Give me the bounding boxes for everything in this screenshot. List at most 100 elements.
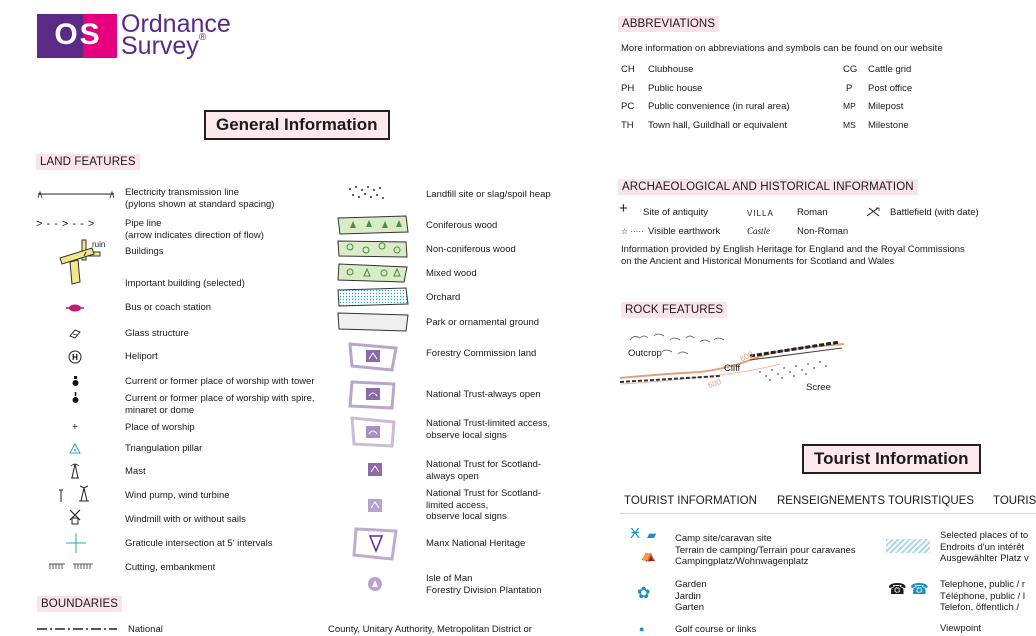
abbreviations-heading: ABBREVIATIONS	[618, 16, 720, 32]
abbr-left-text-3: Town hall, Guildhall or equivalent	[648, 120, 787, 131]
lf-left-0-l1: Electricity transmission line	[125, 187, 240, 198]
lf-right-7: National Trust-always open	[426, 389, 541, 400]
archaeology-note: Information provided by English Heritage…	[621, 244, 965, 267]
tourist-right-1: Telephone, public / r Téléphone, public …	[940, 579, 1025, 614]
national-trust-open-icon	[348, 380, 396, 410]
abbr-right-text-2: Milepost	[868, 101, 904, 112]
tourist-info-title: Tourist Information	[802, 444, 981, 474]
lf-left-4: Bus or coach station	[125, 302, 212, 313]
villa-sample: VILLA	[747, 209, 774, 218]
mast-icon	[70, 463, 80, 479]
lf-right-4: Orchard	[426, 292, 461, 303]
lf-left-3: Important building (selected)	[125, 278, 245, 289]
outcrop-label: Outcrop	[628, 348, 662, 359]
lf-right-5: Park or ornamental ground	[426, 317, 540, 328]
lf-right-12-l2: Forestry Division Plantation	[426, 584, 542, 596]
abbr-left-code-2: PC	[621, 101, 635, 112]
mixed-wood-icon	[337, 263, 408, 283]
lf-right-10-l2: limited access,	[426, 499, 489, 511]
tourist-item-0-l3: Campingplatz/Wohnwagenplatz	[675, 556, 809, 567]
lf-right-8-l2: observe local signs	[426, 429, 507, 441]
tourist-item-1-l3: Garten	[675, 602, 705, 613]
lf-left-10: Triangulation pillar	[125, 443, 203, 454]
golf-partial-icon: ●	[639, 624, 645, 634]
abbr-right-code-1: P	[846, 83, 853, 94]
heliport-icon: H	[68, 350, 82, 364]
iom-forestry-icon	[368, 577, 382, 591]
castle-sample: Castle	[747, 226, 771, 236]
abbr-right-text-0: Cattle grid	[868, 64, 912, 75]
lf-left-6: Heliport	[125, 351, 158, 362]
non-roman-label: Non-Roman	[797, 226, 849, 237]
scree-label: Scree	[806, 382, 831, 393]
site-antiquity-label: Site of antiquity	[643, 207, 708, 218]
telephone-blue-icon: ☎	[910, 581, 929, 598]
wind-pump-turbine-icon	[59, 485, 89, 502]
non-coniferous-wood-icon	[337, 240, 408, 258]
lf-right-10-l1: National Trust for Scotland-	[426, 488, 542, 499]
archaeology-note-l2: on the Ancient and Historical Monuments …	[621, 255, 895, 267]
tourist-item-0-l1: Camp site/caravan site	[675, 533, 772, 544]
lf-right-3: Mixed wood	[426, 268, 477, 279]
lf-left-5: Glass structure	[125, 328, 189, 339]
tourist-right-0-l2: Endroits d'un intérêt	[940, 541, 1025, 553]
tourist-col-en: TOURIST INFORMATION	[624, 495, 757, 507]
triangulation-pillar-icon	[69, 443, 81, 454]
tourist-item-1: Garden Jardin Garten	[675, 579, 707, 614]
worship-spire-icon	[72, 392, 79, 403]
lf-right-0: Landfill site or slag/spoil heap	[426, 189, 551, 200]
abbreviations-intro: More information on abbreviations and sy…	[621, 43, 943, 54]
site-antiquity-icon: +	[619, 200, 628, 217]
cutting-embankment-icon	[49, 563, 93, 569]
roman-label: Roman	[797, 207, 828, 218]
land-features-heading: LAND FEATURES	[36, 154, 140, 170]
archaeology-note-l1: Information provided by English Heritage…	[621, 244, 965, 255]
battlefield-label: Battlefield (with date)	[890, 207, 979, 218]
coniferous-wood-icon	[337, 215, 409, 235]
lf-right-8-l1: National Trust-limited access,	[426, 418, 551, 429]
abbr-left-text-2: Public convenience (in rural area)	[648, 101, 790, 112]
lf-left-8-l2: minaret or dome	[125, 404, 195, 416]
lf-right-12-l1: Isle of Man	[426, 573, 473, 584]
lf-left-11: Mast	[125, 466, 146, 477]
general-info-title: General Information	[204, 110, 390, 140]
rock-features-heading: ROCK FEATURES	[621, 302, 728, 318]
lf-right-9-l1: National Trust for Scotland-	[426, 459, 542, 470]
lf-left-2: Buildings	[125, 246, 164, 257]
rock-features-illustration	[620, 333, 845, 385]
boundaries-heading: BOUNDARIES	[37, 596, 123, 612]
registered-mark: ®	[198, 32, 207, 43]
lf-right-10-l3: observe local signs	[426, 511, 507, 522]
worship-tower-icon	[72, 376, 79, 386]
place-of-worship-icon: +	[72, 422, 78, 433]
buildings-icon	[59, 239, 101, 285]
abbr-left-code-3: TH	[621, 120, 634, 131]
tourist-col-de: TOURIST	[993, 495, 1036, 507]
garden-icon: ✿	[637, 585, 651, 602]
lf-left-0: Electricity transmission line(pylons sho…	[125, 187, 274, 210]
ruin-label: ruin	[92, 240, 106, 249]
national-boundary-icon	[37, 628, 117, 630]
landfill-icon	[349, 186, 384, 199]
tourist-item-1-l2: Jardin	[675, 590, 701, 602]
tourist-item-1-l1: Garden	[675, 579, 707, 590]
nts-limited-icon	[368, 499, 382, 512]
lf-right-9-l2: always open	[426, 470, 479, 482]
archaeology-heading: ARCHAEOLOGICAL AND HISTORICAL INFORMATIO…	[618, 179, 918, 195]
lf-left-1: Pipe line(arrow indicates direction of f…	[125, 218, 264, 241]
tourist-right-1-l3: Telefon, öffentlich /	[940, 602, 1020, 613]
os-logo-line1: Ordnance	[121, 10, 231, 38]
lf-left-0-l2: (pylons shown at standard spacing)	[125, 198, 275, 210]
earthwork-label: Visible earthwork	[648, 226, 721, 237]
lf-right-6: Forestry Commission land	[426, 348, 537, 359]
camp-caravan-icon: ⛺	[641, 548, 656, 562]
cliff-label: Cliff	[724, 363, 741, 374]
abbr-right-code-0: CG	[843, 64, 858, 75]
nts-open-icon	[368, 463, 382, 476]
graticule-icon	[66, 533, 86, 553]
glass-structure-icon	[69, 329, 81, 339]
lf-right-8: National Trust-limited access,observe lo…	[426, 418, 550, 441]
lf-left-13: Windmill with or without sails	[125, 514, 246, 525]
camp-site-icon: Ӿ	[630, 525, 641, 542]
